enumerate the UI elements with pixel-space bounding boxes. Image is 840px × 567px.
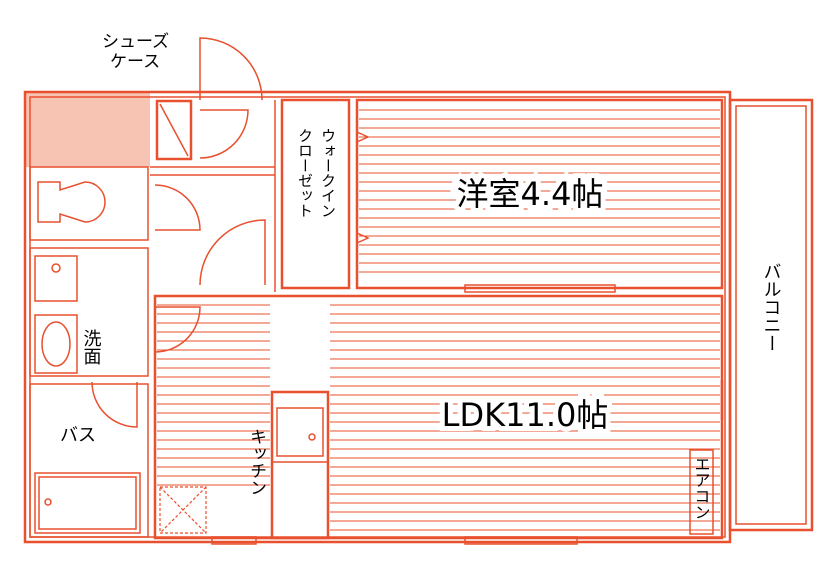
kitchen-label: キッチン [246, 428, 266, 496]
shoe-case-label-line1: シューズ [102, 32, 169, 52]
closet-label-col2: クローゼット [296, 128, 314, 218]
toilet-door-swing-2 [154, 184, 201, 231]
aircon-box [689, 449, 714, 535]
washroom-label: 洗面 [81, 329, 102, 365]
bath-label: バス [60, 425, 96, 446]
western-room [355, 98, 724, 290]
bathtub-drain [44, 498, 52, 506]
ldk-label: LDK11.0帖 [442, 396, 609, 434]
window-bath [211, 536, 257, 545]
closet-label-col1: ウォークイン [319, 128, 337, 218]
balcony-inner [735, 105, 807, 525]
window-western [464, 284, 616, 293]
washing-machine-drain [51, 263, 61, 273]
shoe-case-label-line2: ケース [110, 52, 160, 72]
balcony-label: バルコニー [761, 262, 782, 352]
window-ldk-bottom [464, 536, 578, 545]
washroom-door-swing [154, 306, 201, 353]
shoe-case-diagonal [159, 103, 189, 157]
toilet-room [29, 166, 149, 241]
washroom [29, 247, 149, 377]
western-room-flooring [359, 109, 720, 273]
bath-room [29, 383, 149, 538]
bathtub-inner [38, 476, 137, 530]
bath-door-swing [91, 381, 138, 428]
balcony [728, 98, 814, 532]
kitchen-sink [276, 407, 324, 457]
washing-machine-pan [34, 255, 78, 302]
closet-door-swing [199, 219, 266, 286]
walk-in-closet [280, 98, 351, 290]
vanity [34, 314, 78, 374]
ldk-flooring [157, 304, 720, 531]
entrance-door-swing [199, 37, 263, 101]
closet-door-mark-2 [356, 232, 370, 244]
vanity-basin [41, 321, 71, 367]
western-room-label: 洋室4.4帖 [457, 175, 604, 213]
fridge-space-x2 [159, 486, 207, 534]
kitchen-sink-drain [308, 433, 316, 441]
toilet-icon [37, 181, 106, 223]
closet-door-mark-1 [356, 131, 370, 143]
fridge-space [159, 486, 207, 534]
entrance-area [25, 92, 150, 167]
bathtub [34, 472, 141, 534]
toilet-door-swing [199, 109, 249, 159]
aircon-label: エアコン [692, 456, 711, 520]
shoe-case [155, 99, 193, 161]
kitchen-counter [270, 390, 330, 540]
